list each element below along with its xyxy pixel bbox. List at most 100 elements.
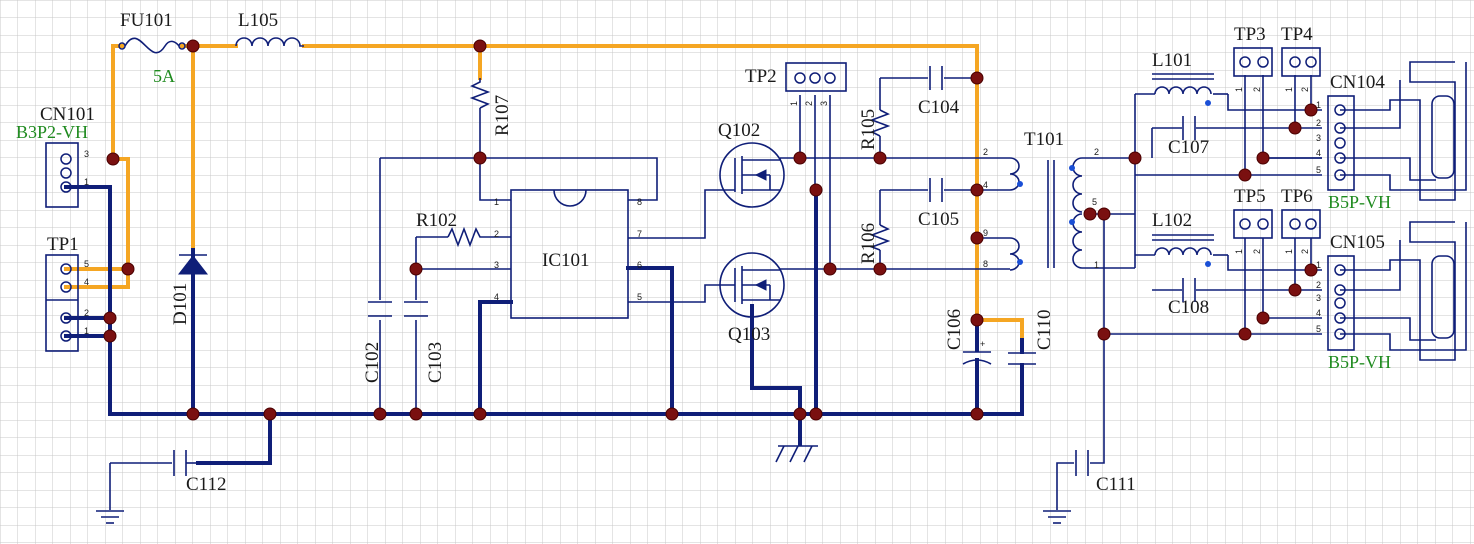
- pin-label: 4: [1316, 148, 1321, 158]
- resistor-r107: [469, 78, 491, 109]
- pin-label: 7: [637, 229, 642, 239]
- lamp-lower: [1431, 255, 1455, 339]
- pin-label: 8: [637, 197, 642, 207]
- connector-cn105: 1 2 3 4 5: [1316, 255, 1355, 351]
- pin-label: 1: [84, 177, 89, 187]
- pin-label: 1: [1094, 260, 1099, 270]
- pin-label: 5: [1316, 165, 1321, 175]
- pin-label: 2: [1316, 280, 1321, 290]
- label-t101: T101: [1024, 129, 1064, 150]
- pin-label: 1: [1284, 249, 1294, 254]
- inductor-l105: [235, 37, 304, 47]
- resistor-r105: [869, 109, 891, 137]
- label-cn101-value: B3P2-VH: [16, 122, 88, 142]
- ground-symbol-center: [775, 445, 818, 463]
- pin-label: 4: [84, 277, 89, 287]
- pin-label: 1: [1284, 87, 1294, 92]
- pin-label: 2: [983, 147, 988, 157]
- pin-label: 3: [1316, 133, 1321, 143]
- capacitor-c107: [1182, 116, 1196, 140]
- ic-ic101: 1 2 3 4 8 7 6 5: [494, 189, 642, 319]
- ground-net: [64, 185, 1024, 465]
- pin-label: 3: [1316, 293, 1321, 303]
- mosfet-q102: [719, 142, 785, 208]
- pin-label: 1: [1316, 100, 1321, 110]
- label-r102: R102: [416, 210, 457, 231]
- capacitor-c110: [1008, 338, 1036, 374]
- label-c110: C110: [1034, 310, 1055, 350]
- label-q102: Q102: [718, 120, 760, 141]
- transformer-t101: 2 4 9 8 2 5 1: [983, 147, 1099, 271]
- capacitor-c112: [173, 450, 198, 476]
- pin-label: 5: [1092, 197, 1097, 207]
- label-tp6: TP6: [1281, 186, 1313, 207]
- label-r107: R107: [492, 95, 513, 136]
- ground-symbol-left: [96, 510, 124, 524]
- pin-label: 3: [494, 260, 499, 270]
- pin-label: 3: [819, 101, 829, 106]
- inductor-l101: [1152, 73, 1214, 106]
- connector-cn101: 3 1: [45, 142, 89, 208]
- label-c102: C102: [362, 342, 383, 383]
- label-q103: Q103: [728, 324, 770, 345]
- label-tp5: TP5: [1234, 186, 1266, 207]
- connector-tp5: 1 2: [1233, 209, 1273, 254]
- capacitor-c103: [404, 301, 428, 317]
- connector-tp1: 5 4 2 1: [45, 254, 89, 352]
- pin-label: 9: [983, 228, 988, 238]
- pin-label: 4: [1316, 308, 1321, 318]
- connector-tp2: 1 2 3: [785, 62, 847, 106]
- label-fu101: FU101: [120, 10, 173, 31]
- pin-label: 2: [804, 101, 814, 106]
- label-c107: C107: [1168, 137, 1209, 158]
- pin-label: 8: [983, 259, 988, 269]
- label-tp1: TP1: [47, 234, 79, 255]
- resistor-r106: [869, 224, 891, 251]
- pin-label: 2: [84, 308, 89, 318]
- fuse-fu101: [118, 37, 186, 54]
- pin-label: 2: [1316, 118, 1321, 128]
- pin-label: 1: [1234, 249, 1244, 254]
- label-c104: C104: [918, 97, 960, 118]
- label-c105: C105: [918, 209, 959, 230]
- component-labels: FU101 5A L105 CN101 B3P2-VH TP1 D101 R10…: [16, 10, 1391, 495]
- label-cn104-value: B5P-VH: [1328, 192, 1391, 212]
- junction-dots: [103, 39, 1318, 421]
- pin-label: 1: [789, 101, 799, 106]
- signal-wires: [109, 61, 1467, 510]
- ground-symbol-right: [1043, 510, 1071, 524]
- label-c106: C106: [944, 309, 965, 350]
- pin-label: 1: [1234, 87, 1244, 92]
- connector-cn104: 1 2 3 4 5: [1316, 95, 1355, 191]
- label-cn101: CN101: [40, 104, 95, 125]
- label-l101: L101: [1152, 50, 1192, 71]
- pin-label: 4: [983, 180, 988, 190]
- capacitor-c108: [1182, 278, 1196, 302]
- pin-label: 2: [1252, 87, 1262, 92]
- pin-label: 3: [84, 149, 89, 159]
- pin-label: 2: [494, 229, 499, 239]
- capacitor-c105: [929, 178, 943, 202]
- label-c112: C112: [186, 474, 226, 495]
- pin-label: 2: [1300, 249, 1310, 254]
- connector-tp4: 1 2: [1281, 47, 1321, 92]
- pin-label: 5: [84, 259, 89, 269]
- label-r106: R106: [858, 223, 879, 264]
- connector-tp6: 1 2: [1281, 209, 1321, 254]
- pin-label: 4: [494, 292, 499, 302]
- svg-text:+: +: [980, 339, 985, 349]
- label-l102: L102: [1152, 210, 1192, 231]
- pin-label: 1: [1316, 260, 1321, 270]
- pin-label: 5: [1316, 324, 1321, 334]
- capacitor-c102: [368, 301, 392, 317]
- diode-d101: [177, 248, 209, 302]
- pin-label: 5: [637, 292, 642, 302]
- label-ic101: IC101: [542, 250, 590, 271]
- label-l105: L105: [238, 10, 278, 31]
- label-tp4: TP4: [1281, 24, 1313, 45]
- label-r105: R105: [858, 109, 879, 150]
- capacitor-c111: [1075, 450, 1089, 476]
- capacitor-c104: [929, 66, 943, 90]
